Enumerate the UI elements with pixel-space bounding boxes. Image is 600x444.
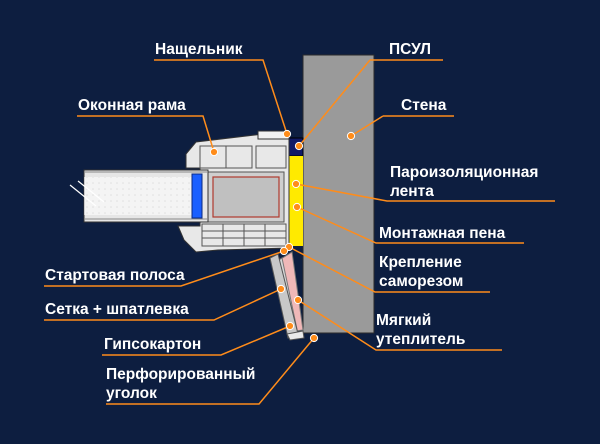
mounting-foam [289,156,303,246]
wall [302,54,375,334]
leader-myagkiy [297,299,502,351]
marker-dot [209,147,219,157]
label-stena: Стена [401,97,447,114]
label-perfor-line2: уголок [106,385,157,402]
plasterboard-slope [269,251,305,341]
marker-dot [293,295,303,305]
leader-perfor [106,337,315,405]
marker-dot [276,284,286,294]
label-myagkiy-line2: утеплитель [376,331,465,348]
leader-startovaya [44,250,285,287]
marker-dot [291,179,301,189]
leader-montazhnaya-pena [296,206,524,244]
leader-psul [298,59,443,147]
marker-dot [346,131,356,141]
marker-dot [279,246,289,256]
label-okonnaya-rama: Оконная рама [78,97,186,114]
marker-dot [292,202,302,212]
leader-stena [350,115,454,137]
leader-kreplenie [288,246,490,293]
label-myagkiy-line1: Мягкий [376,312,431,329]
label-nashchelnik: Нащельник [155,41,243,58]
leader-okonnaya-rama [77,115,215,153]
marker-dot [294,141,304,151]
label-kreplenie-line2: саморезом [379,273,463,290]
leader-paroizol [295,183,555,202]
label-startovaya-polosa: Стартовая полоса [45,267,185,284]
marker-dot [282,129,292,139]
label-paroizol-line1: Пароизоляционная [390,164,538,181]
leader-nashchelnik [154,59,288,135]
marker-dot [309,333,319,343]
label-gipsokarton: Гипсокартон [104,336,201,353]
leader-setka [44,288,282,321]
label-psul: ПСУЛ [389,41,431,58]
label-perfor-line1: Перфорированный [106,366,255,383]
marker-dot [285,321,295,331]
label-montazhnaya-pena: Монтажная пена [379,225,506,242]
label-kreplenie-line1: Крепление [379,254,462,271]
leader-gipsokarton [102,325,291,356]
label-setka: Сетка + шпатлевка [45,301,189,318]
label-paroizol-line2: лента [390,183,434,200]
glass-unit [69,169,209,223]
